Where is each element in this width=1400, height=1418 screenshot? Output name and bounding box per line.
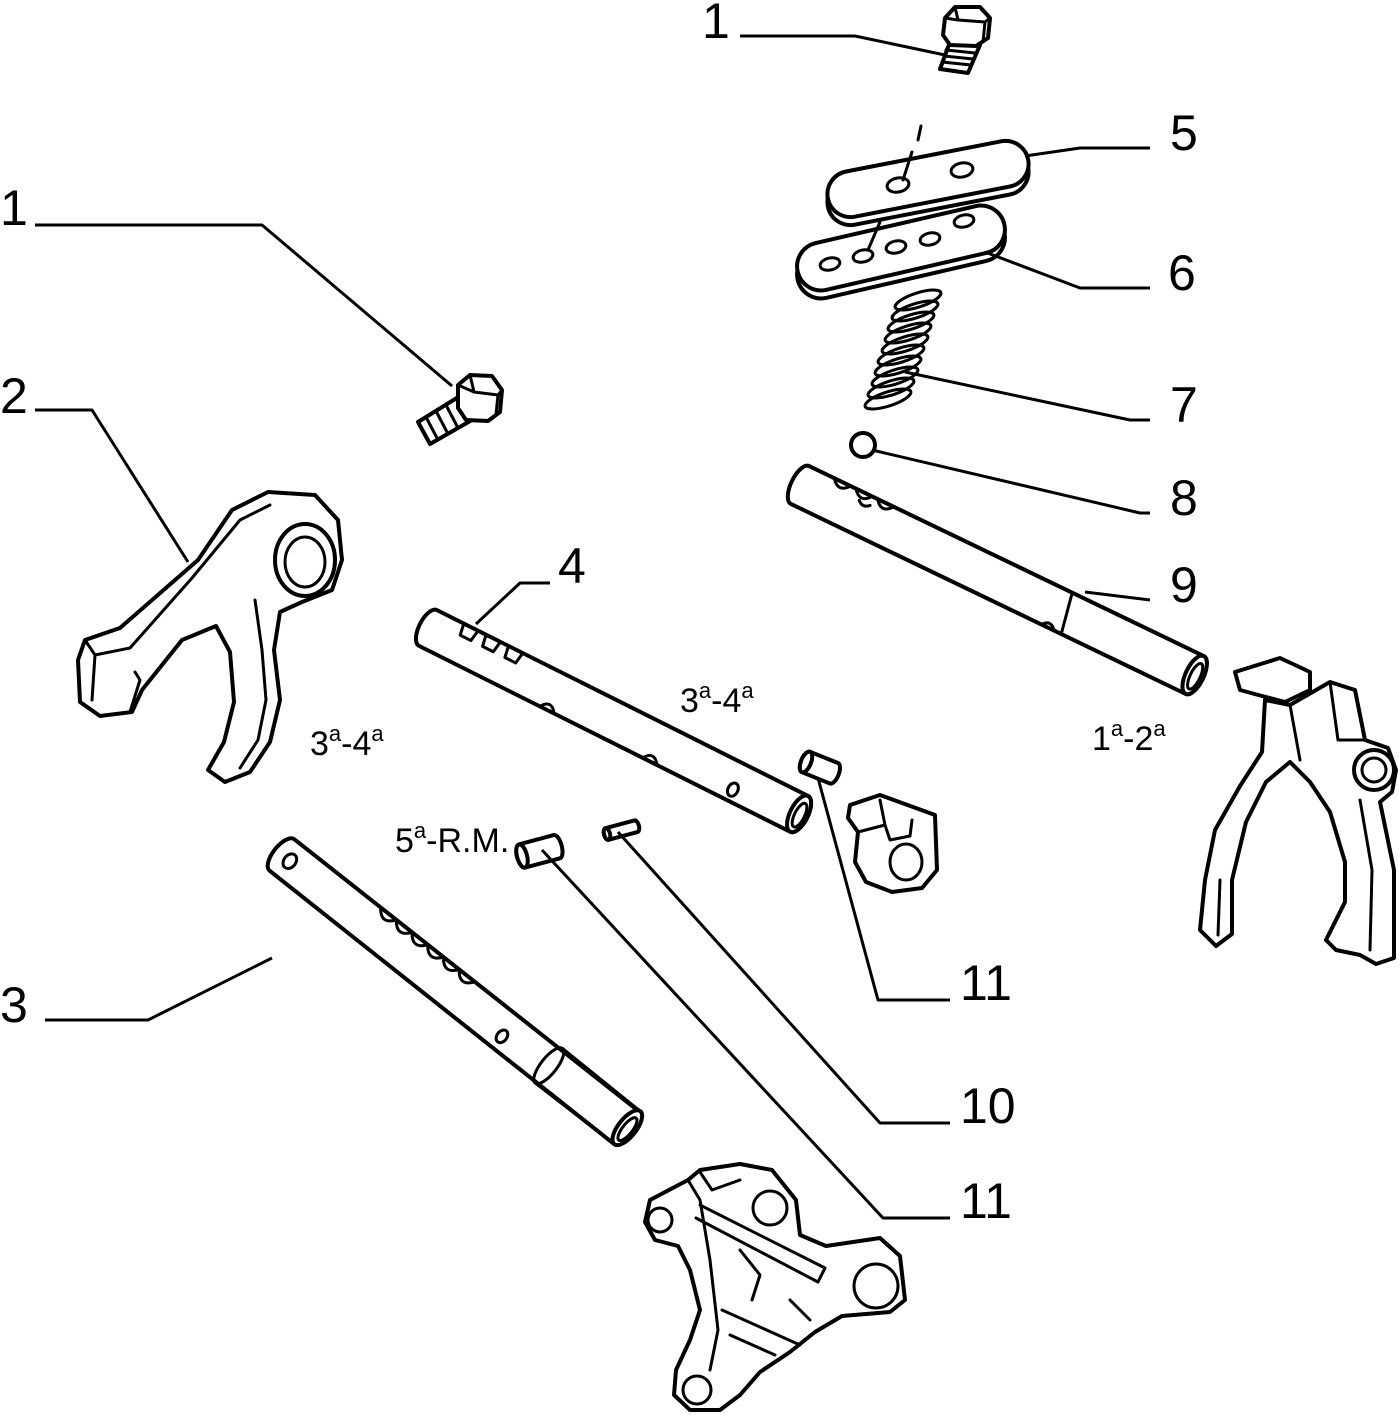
plate-5 [825, 124, 1031, 228]
leader-1-left [35, 223, 453, 388]
ball-8 [849, 431, 877, 459]
leader-5 [1024, 146, 1150, 158]
plate-6 [795, 203, 1007, 301]
shaft-3 [265, 836, 645, 1148]
callout-7: 7 [1170, 377, 1198, 433]
leader-10 [616, 830, 950, 1125]
leader-9 [1084, 590, 1151, 602]
callout-6: 6 [1168, 245, 1196, 301]
leader-11-top [816, 777, 950, 1002]
callout-5: 5 [1170, 105, 1198, 161]
shaft-4 [413, 607, 814, 835]
fork-2 [76, 490, 344, 784]
pin-10 [601, 818, 642, 842]
selector-block [846, 793, 939, 894]
gear-label-shaft-4: 3a-4a [680, 678, 754, 720]
fork-1-2 [1198, 656, 1398, 966]
leader-1-top [740, 34, 946, 57]
spring-7 [863, 288, 943, 411]
bolt-left [416, 373, 504, 446]
pin-11-bottom [514, 833, 565, 870]
callout-1-left: 1 [0, 180, 28, 236]
leader-7 [904, 370, 1150, 422]
gear-label-fork-2: 3a-4a [310, 721, 384, 763]
pin-11-top [797, 749, 842, 786]
callout-3: 3 [0, 977, 28, 1033]
callout-9: 9 [1170, 557, 1198, 613]
gear-label-fork-1-2: 1a-2a [1092, 716, 1166, 758]
callout-4: 4 [558, 538, 586, 594]
leader-8 [871, 448, 1150, 515]
callout-11-bottom: 11 [960, 1173, 1012, 1229]
shift-bracket [643, 1162, 907, 1412]
leader-4 [474, 581, 550, 626]
callout-10: 10 [960, 1078, 1016, 1134]
leader-6 [984, 250, 1150, 290]
callout-11-top: 11 [960, 955, 1012, 1011]
callout-2: 2 [0, 368, 28, 424]
callout-8: 8 [1170, 470, 1198, 526]
leader-3 [45, 956, 273, 1022]
gear-label-shaft-3: 5a-R.M. [395, 818, 509, 860]
callout-1-top: 1 [702, 0, 730, 49]
shaft-9 [785, 463, 1209, 697]
bolt-top [938, 5, 992, 75]
leader-11-bottom [540, 848, 950, 1220]
leader-2 [35, 408, 190, 563]
